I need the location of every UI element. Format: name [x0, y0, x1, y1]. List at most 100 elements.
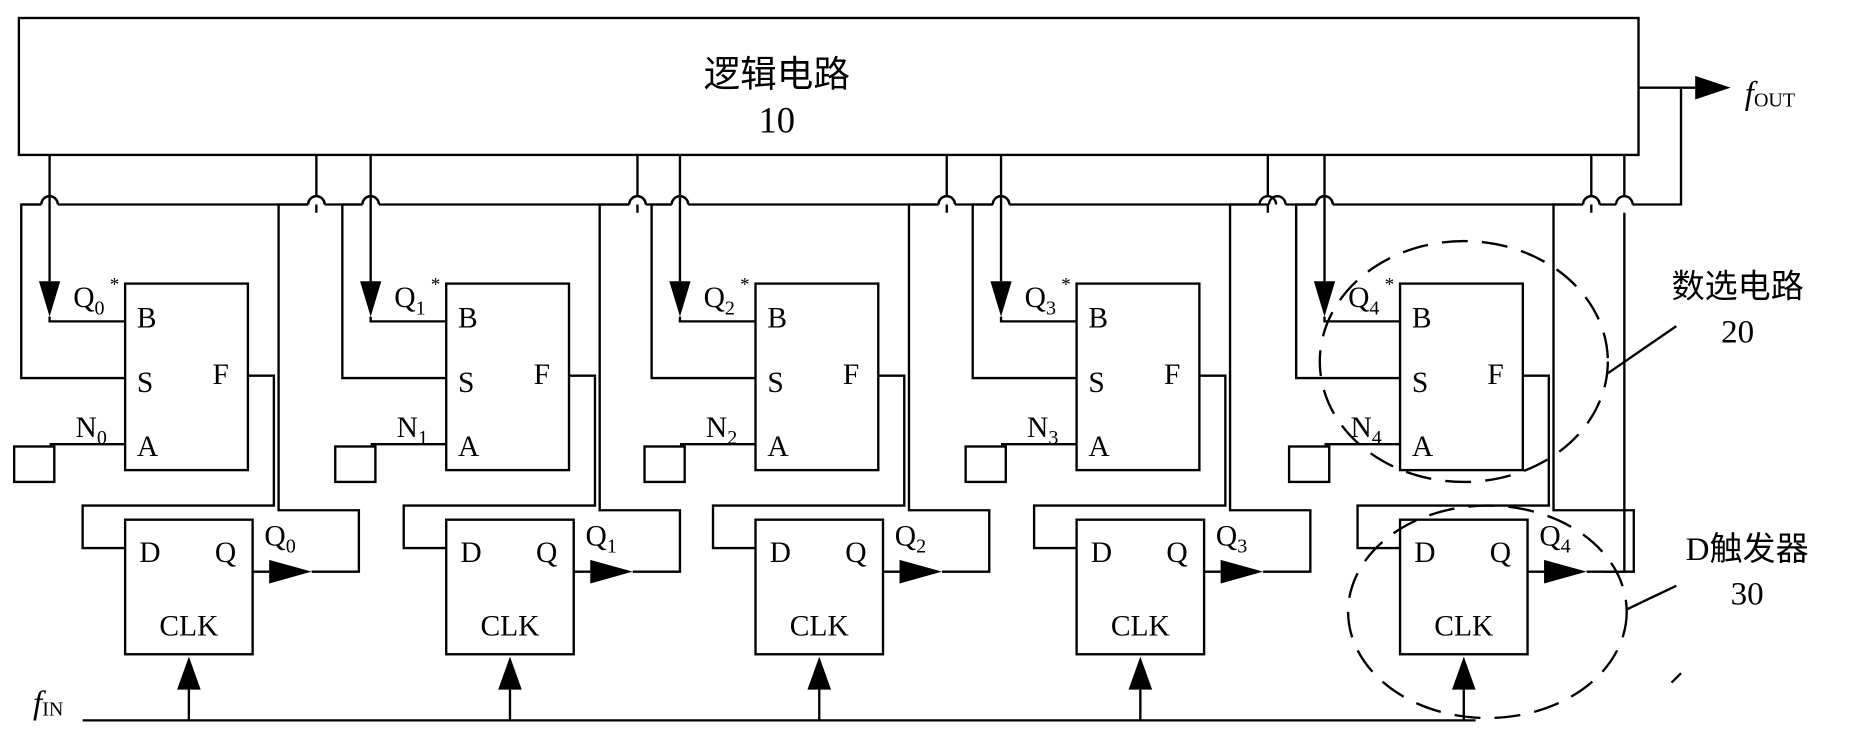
q-star-arrow: [360, 281, 382, 317]
input-signal-label: fIN: [33, 685, 64, 721]
mux-body: [1075, 282, 1201, 472]
dff-pin-q: Q: [215, 537, 236, 569]
mux-pin-s: S: [1088, 367, 1104, 399]
mux-callout-title: 数选电路: [1672, 269, 1804, 306]
mux-pin-f: F: [1164, 359, 1180, 391]
star-mark: *: [1385, 275, 1394, 296]
q-output-label: Q1: [586, 521, 617, 558]
mux-pin-f: F: [212, 359, 228, 391]
star-mark: *: [740, 275, 749, 296]
f-to-d-wire: [711, 374, 906, 550]
mux-pin-f: F: [1487, 359, 1503, 391]
wire-crossover: [361, 195, 381, 205]
mux-callout: 数选电路 20: [1318, 239, 1804, 484]
wire-crossover: [1267, 195, 1287, 205]
q-star-label: Q0: [73, 282, 104, 319]
dff-pin-q: Q: [536, 537, 557, 569]
star-mark: *: [110, 275, 119, 296]
tail-wire: [1603, 212, 1626, 573]
mux-pin-a: A: [137, 431, 159, 463]
dff-pin-d: D: [460, 537, 481, 569]
dff-body: [1075, 518, 1206, 656]
q-star-label: Q3: [1025, 282, 1056, 319]
dff-pin-clk: CLK: [1111, 610, 1170, 642]
q-return-wire: [1228, 203, 1312, 573]
output-signal: fOUT: [1638, 75, 1795, 206]
f-to-d-wire: [402, 374, 597, 550]
b-input-wire: [369, 316, 447, 323]
clk-arrow: [807, 656, 832, 690]
dff-pin-d: D: [1414, 537, 1435, 569]
wire-crossover: [40, 195, 60, 205]
mux-pin-b: B: [458, 302, 478, 334]
mux-pin-s: S: [137, 367, 153, 399]
dff-pin-clk: CLK: [1434, 610, 1493, 642]
wire-crossover: [306, 195, 326, 205]
q-star-label: Q2: [704, 282, 735, 319]
dff-callout-title: D触发器: [1686, 531, 1809, 568]
dff-callout: D触发器 30: [1346, 504, 1809, 720]
dff-pin-q: Q: [845, 537, 866, 569]
q-output-arrow: [269, 559, 312, 584]
q-return-wire: [598, 203, 682, 573]
star-mark: *: [431, 275, 440, 296]
q-output-label: Q3: [1216, 521, 1247, 558]
mux-body: [754, 282, 880, 472]
f-to-d-wire: [81, 374, 276, 550]
mux-pin-a: A: [458, 431, 480, 463]
clk-arrow: [1128, 656, 1153, 690]
clk-arrow: [177, 656, 201, 690]
q-output-arrow: [899, 559, 943, 584]
q-star-arrow: [990, 281, 1012, 317]
f-to-d-wire: [1356, 374, 1550, 550]
logic-circuit-number: 10: [758, 99, 795, 140]
q-output-label: Q0: [264, 521, 295, 558]
n-input-box: [1287, 445, 1331, 484]
q-output-arrow: [590, 559, 633, 584]
q-star-arrow: [38, 281, 61, 317]
q-return-wire: [277, 203, 361, 573]
dff-pin-q: Q: [1166, 537, 1187, 569]
n-label: N3: [1027, 412, 1058, 449]
q-star-arrow: [1313, 281, 1336, 317]
b-input-wire: [1323, 316, 1401, 323]
dff-body: [123, 518, 254, 656]
wire-crossover: [1614, 195, 1634, 205]
q-output-arrow: [1220, 559, 1264, 584]
output-signal-label: fOUT: [1745, 76, 1795, 112]
n-input-box: [12, 445, 56, 484]
wire-crossover: [628, 195, 647, 205]
n-label: N4: [1350, 412, 1381, 449]
clk-arrow: [1451, 656, 1476, 690]
f-to-d-wire: [1032, 374, 1227, 550]
b-input-wire: [48, 316, 126, 323]
clk-arrow: [498, 656, 522, 690]
q-output-label: Q2: [895, 521, 926, 558]
mux-body: [1398, 282, 1525, 472]
logic-circuit-title: 逻辑电路: [704, 53, 850, 94]
q-output-arrow: [1544, 559, 1587, 584]
mux-pin-s: S: [1412, 367, 1428, 399]
q-star-arrow: [669, 281, 691, 317]
dff-callout-number: 30: [1731, 577, 1764, 613]
dff-pin-d: D: [770, 537, 791, 569]
mux-callout-number: 20: [1721, 315, 1754, 351]
mux-pin-a: A: [1412, 431, 1434, 463]
b-input-wire: [678, 316, 756, 323]
feedback-bus: [21, 154, 1639, 573]
n-input-box: [643, 445, 686, 484]
mux-pin-b: B: [137, 302, 157, 334]
mux-pin-f: F: [843, 359, 859, 391]
n-input-box: [964, 445, 1007, 484]
